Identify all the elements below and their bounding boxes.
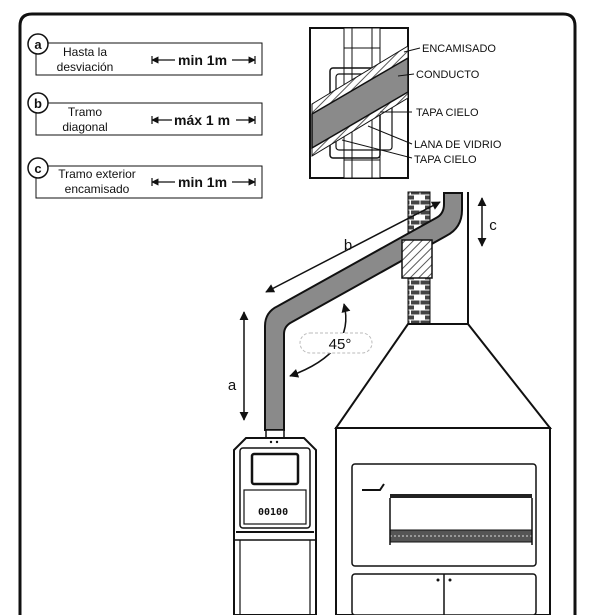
callout-tapa-cielo-bottom: TAPA CIELO <box>414 154 477 166</box>
stove: 00100 <box>233 429 317 615</box>
angle-indicator <box>289 303 373 378</box>
legend-letter-b: b <box>34 96 42 111</box>
legend-row-b: b Tramo diagonal máx 1 m <box>27 92 263 136</box>
dimension-b-label: b <box>344 237 352 254</box>
legend-title-a-line1: Hasta la <box>63 45 107 59</box>
stove-window <box>250 452 300 486</box>
legend-measure-c: min 1m <box>178 174 227 190</box>
callout-tapa-cielo-top: TAPA CIELO <box>416 107 479 119</box>
legend-measure-b: máx 1 m <box>174 112 230 128</box>
stove-knobs: 00100 <box>258 507 288 518</box>
dimension-c-label: c <box>489 217 497 234</box>
legend-letter-a: a <box>34 37 42 52</box>
ceiling-detail <box>309 27 421 179</box>
legend: a Hasta la desviación min 1m b Tramo dia… <box>27 33 263 199</box>
legend-row-a: a Hasta la desviación min 1m <box>27 33 263 76</box>
grill <box>390 494 532 498</box>
dimension-b <box>265 201 441 293</box>
legend-title-c-line2: encamisado <box>65 182 130 196</box>
legend-title-b-line1: Tramo <box>68 105 103 119</box>
legend-title-b-line2: diagonal <box>62 120 107 134</box>
outer-frame <box>18 12 577 615</box>
legend-measure-a: min 1m <box>178 52 227 68</box>
legend-row-c: c Tramo exterior encamisado min 1m <box>27 157 263 199</box>
callout-conducto: CONDUCTO <box>416 69 480 81</box>
callout-lana-de-vidrio: LANA DE VIDRIO <box>414 139 502 151</box>
angle-label: 45° <box>329 336 352 353</box>
legend-title-a-line2: desviación <box>57 60 114 74</box>
legend-letter-c: c <box>34 161 41 176</box>
fireplace <box>334 191 553 615</box>
callout-encamisado: ENCAMISADO <box>422 43 496 55</box>
legend-title-c-line1: Tramo exterior <box>58 167 136 181</box>
duct-sleeve <box>401 239 433 279</box>
detail-duct <box>311 56 409 150</box>
dimension-a-label: a <box>228 377 237 394</box>
